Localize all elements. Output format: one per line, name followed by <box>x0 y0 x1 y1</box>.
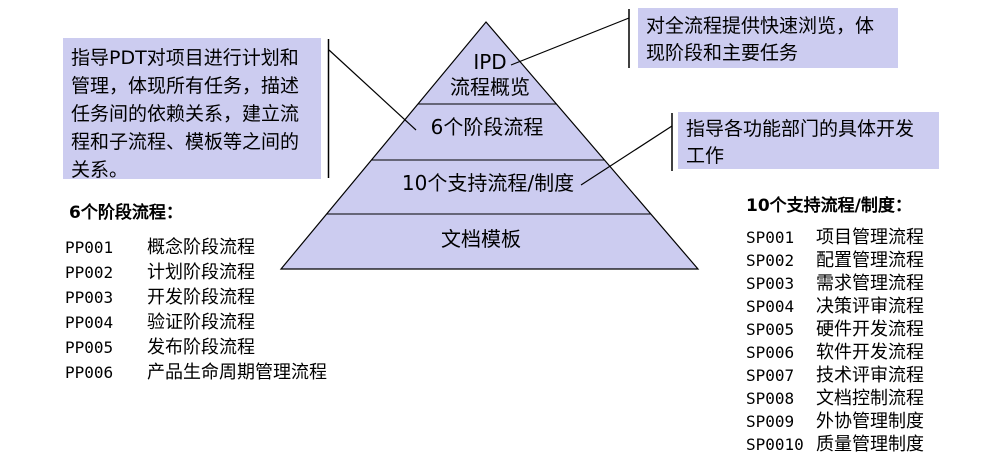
list-item: PP003 开发阶段流程 <box>65 285 327 310</box>
callout-left-leader-line <box>328 49 417 131</box>
list-item: SP0010 质量管理制度 <box>746 433 924 456</box>
item-code: SP007 <box>746 366 795 385</box>
list-item: SP009 外协管理制度 <box>746 410 924 433</box>
item-name: 文档控制流程 <box>816 388 924 409</box>
item-code: SP005 <box>746 320 795 339</box>
item-name: 验证阶段流程 <box>147 312 255 333</box>
item-name: 外协管理制度 <box>816 411 924 432</box>
item-name: 需求管理流程 <box>816 273 924 294</box>
pyramid-shape <box>279 21 700 270</box>
item-name: 计划阶段流程 <box>147 262 255 283</box>
list-item: PP005 发布阶段流程 <box>65 335 327 360</box>
callout-functional-support: 指导各功能部门的具体开发工作 <box>678 112 939 169</box>
item-code: SP003 <box>746 274 795 293</box>
item-code: SP009 <box>746 412 795 431</box>
item-code: PP006 <box>65 363 114 382</box>
item-code: PP003 <box>65 288 114 307</box>
item-name: 软件开发流程 <box>816 342 924 363</box>
list-item: SP001 项目管理流程 <box>746 226 924 249</box>
pyramid-level2-label: 6个阶段流程 <box>431 115 544 139</box>
item-code: PP001 <box>65 238 114 257</box>
item-name: 项目管理流程 <box>816 227 924 248</box>
item-name: 开发阶段流程 <box>147 287 255 308</box>
item-code: SP002 <box>746 251 795 270</box>
list-item: SP007 技术评审流程 <box>746 364 924 387</box>
item-name: 配置管理流程 <box>816 250 924 271</box>
item-name: 决策评审流程 <box>816 296 924 317</box>
list-item: SP008 文档控制流程 <box>746 387 924 410</box>
callout-process-overview: 对全流程提供快速浏览，体现阶段和主要任务 <box>638 8 898 68</box>
callout-pdt-guidance: 指导PDT对项目进行计划和管理，体现所有任务，描述任务间的依赖关系，建立流程和子… <box>63 38 321 179</box>
support-process-list: 10个支持流程/制度： SP001 项目管理流程 SP002 配置管理流程 SP… <box>746 196 924 456</box>
item-name: 产品生命周期管理流程 <box>147 362 327 383</box>
pyramid-level4-label: 文档模板 <box>441 227 521 251</box>
list-item: SP002 配置管理流程 <box>746 249 924 272</box>
support-list-title: 10个支持流程/制度： <box>746 196 912 216</box>
item-name: 发布阶段流程 <box>147 337 255 358</box>
item-name: 质量管理制度 <box>816 434 924 455</box>
list-item: PP001 概念阶段流程 <box>65 235 327 260</box>
item-name: 概念阶段流程 <box>147 237 255 258</box>
pyramid-level1-label-line1: IPD <box>473 50 506 74</box>
callout-top-leader-line <box>510 17 630 66</box>
item-code: SP008 <box>746 389 795 408</box>
callout-mid-leader-line <box>580 125 673 186</box>
pyramid-level1-label-line2: 流程概览 <box>450 75 530 99</box>
item-code: PP004 <box>65 313 114 332</box>
list-item: SP005 硬件开发流程 <box>746 318 924 341</box>
item-code: SP004 <box>746 297 795 316</box>
list-item: SP004 决策评审流程 <box>746 295 924 318</box>
item-code: PP002 <box>65 263 114 282</box>
item-name: 技术评审流程 <box>816 365 924 386</box>
list-item: PP004 验证阶段流程 <box>65 310 327 335</box>
pyramid-level3-label: 10个支持流程/制度 <box>402 171 574 195</box>
list-item: SP006 软件开发流程 <box>746 341 924 364</box>
phase-list-title: 6个阶段流程： <box>69 203 183 223</box>
phase-process-list: 6个阶段流程： PP001 概念阶段流程 PP002 计划阶段流程 PP003 … <box>65 203 327 385</box>
item-code: SP006 <box>746 343 795 362</box>
item-name: 硬件开发流程 <box>816 319 924 340</box>
item-code: SP001 <box>746 228 795 247</box>
item-code: PP005 <box>65 338 114 357</box>
list-item: PP006 产品生命周期管理流程 <box>65 360 327 385</box>
list-item: PP002 计划阶段流程 <box>65 260 327 285</box>
item-code: SP0010 <box>746 435 804 454</box>
list-item: SP003 需求管理流程 <box>746 272 924 295</box>
